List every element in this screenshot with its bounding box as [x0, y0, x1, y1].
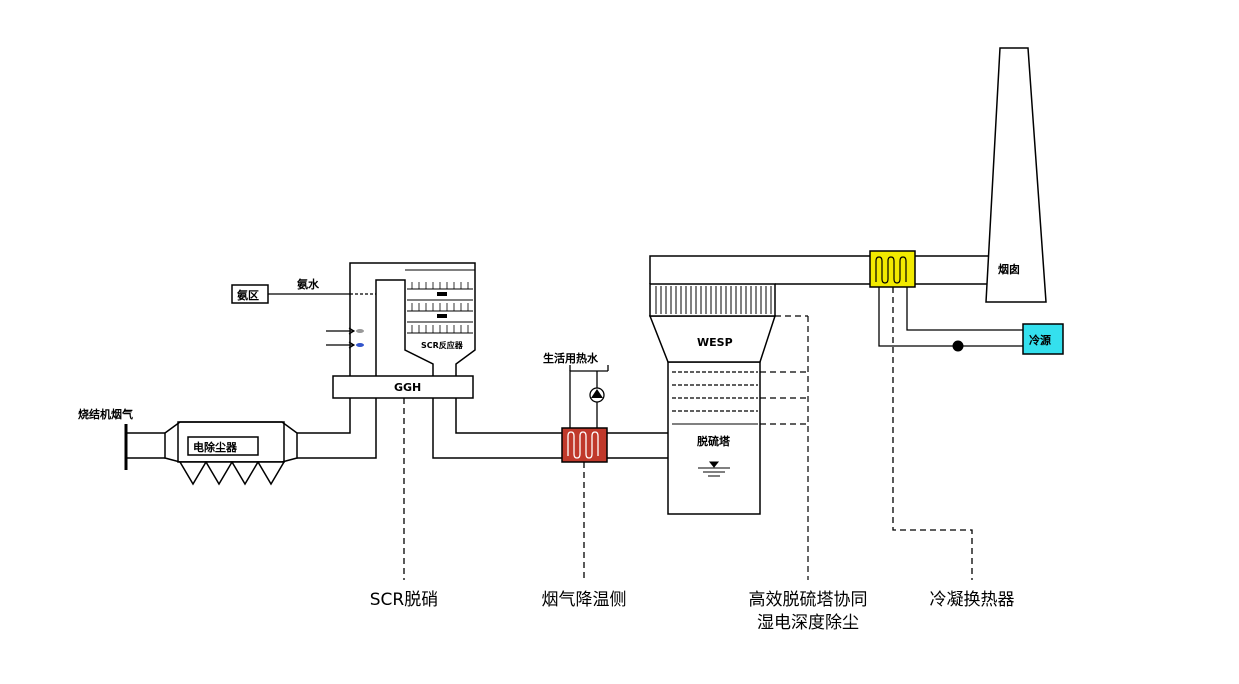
- ammonia-zone-label: 氨区: [237, 288, 259, 302]
- sinter-flue-gas-label: 烧结机烟气: [78, 407, 133, 421]
- coil-icon: [875, 256, 907, 284]
- tower-leader-lines: [760, 315, 809, 580]
- caption-flue-gas-cooling: 烟气降温侧: [542, 590, 627, 610]
- cold-source-box: [1022, 323, 1064, 355]
- domestic-hot-water-label: 生活用热水: [543, 351, 599, 365]
- ggh-to-cooler-duct: [432, 398, 562, 459]
- injector-nozzle-icon: [356, 329, 364, 333]
- ggh-label: GGH: [394, 381, 421, 394]
- caption-leader-lines: [403, 287, 973, 580]
- liquid-level-icon: [698, 461, 730, 477]
- desulfurization-tower-label: 脱硫塔: [697, 434, 731, 448]
- wesp-tubes: [655, 286, 772, 314]
- caption-scr-denitration: SCR脱硝: [370, 590, 438, 610]
- ggh-to-scr-duct: [349, 262, 476, 376]
- tower-to-chimney-duct: [649, 255, 990, 285]
- scr-reactor-label: SCR反应器: [421, 340, 464, 350]
- pump-arrow-icon: [591, 389, 603, 398]
- chimney-label: 烟囱: [998, 262, 1020, 276]
- cooler-to-tower-duct: [607, 432, 668, 459]
- ggh: [332, 375, 474, 399]
- cold-source-loop: [878, 287, 1023, 347]
- hot-water-loop: [569, 365, 609, 428]
- flue-gas-cooler: [561, 427, 608, 463]
- injector-nozzle-icon: [356, 343, 364, 347]
- chimney: [985, 47, 1047, 303]
- wesp-label: WESP: [697, 336, 733, 349]
- desulfurization-tower: [648, 283, 777, 515]
- scr-module-marker: [437, 292, 447, 296]
- coil-icon: [567, 431, 599, 459]
- caption-efficient-desulfurization-line2: 湿电深度除尘: [757, 613, 859, 633]
- scr-module-marker: [437, 314, 447, 318]
- esp-label: 电除尘器: [193, 440, 238, 454]
- esp-to-ggh-duct: [297, 398, 377, 459]
- condensing-heat-exchanger: [869, 250, 916, 288]
- caption-condensing-heat-exchanger: 冷凝换热器: [930, 590, 1015, 610]
- cold-source-label: 冷源: [1029, 333, 1051, 347]
- inlet-duct: [126, 432, 165, 459]
- spray-headers: [672, 371, 758, 412]
- scr-catalyst-hatch: [411, 282, 469, 333]
- ammonia-water-label: 氨水: [297, 277, 320, 291]
- injection-arrows: [326, 327, 356, 349]
- cold-source-pump-icon: [952, 340, 964, 352]
- caption-efficient-desulfurization-line1: 高效脱硫塔协同: [749, 590, 868, 610]
